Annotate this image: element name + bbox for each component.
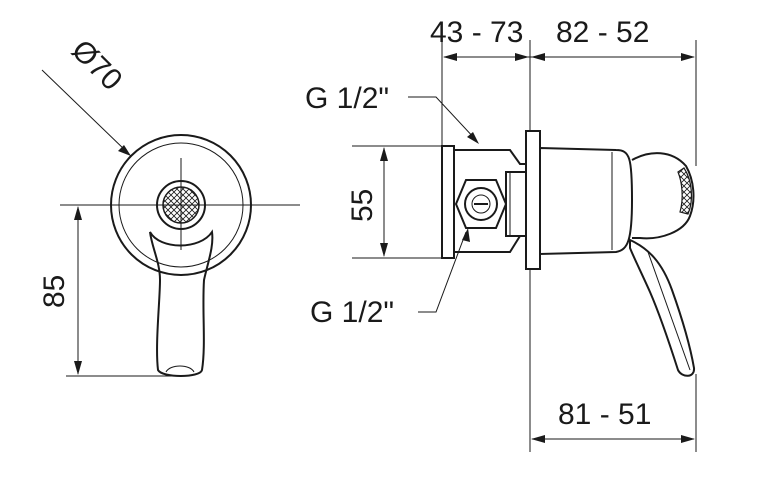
height-arrow-top <box>74 206 82 220</box>
height-label: 85 <box>38 275 71 308</box>
thread-bottom-arrow <box>462 228 470 242</box>
nut-bore-outer <box>464 187 498 221</box>
knob-cap <box>631 152 695 240</box>
diameter-label: Ø70 <box>65 34 128 97</box>
thread-bottom-leader <box>418 231 467 313</box>
mixer-body <box>539 146 634 256</box>
thread-top-label: G 1/2" <box>305 82 389 115</box>
knob-outer <box>156 180 206 230</box>
side-view: 43 - 73 82 - 52 55 G 1/2" G 1/2" 81 - 51 <box>305 16 697 452</box>
thread-bottom-label: G 1/2" <box>310 296 394 329</box>
bottom-arrow-right <box>681 435 695 443</box>
wall-plate <box>525 130 541 270</box>
top-arrow-2 <box>515 53 529 61</box>
bottom-label: 81 - 51 <box>558 398 651 431</box>
lever-highlight <box>165 365 195 373</box>
top-arrow-4 <box>681 53 695 61</box>
diameter-leader <box>41 69 128 153</box>
top-left-label: 43 - 73 <box>430 16 523 49</box>
lever-side-edge <box>647 251 691 371</box>
top-right-label: 82 - 52 <box>556 16 649 49</box>
diameter-arrow <box>118 145 131 156</box>
h55-arrow-top <box>380 147 388 161</box>
lever-side <box>629 238 696 377</box>
thread-top-leader <box>408 96 477 141</box>
lever-outline <box>149 229 214 377</box>
h55-label: 55 <box>346 189 379 222</box>
top-arrow-1 <box>443 53 457 61</box>
knob-knurled <box>162 186 200 224</box>
pipe-stub <box>505 171 527 237</box>
top-arrow-3 <box>531 53 545 61</box>
mounting-flange <box>441 145 455 259</box>
h55-arrow-bottom <box>380 243 388 257</box>
thread-top-arrow <box>467 132 479 144</box>
front-view: Ø70 85 <box>38 34 300 377</box>
height-arrow-bottom <box>74 361 82 375</box>
nut-bore-inner <box>471 194 491 214</box>
knob-knurl-side <box>677 167 693 215</box>
bottom-arrow-left <box>531 435 545 443</box>
